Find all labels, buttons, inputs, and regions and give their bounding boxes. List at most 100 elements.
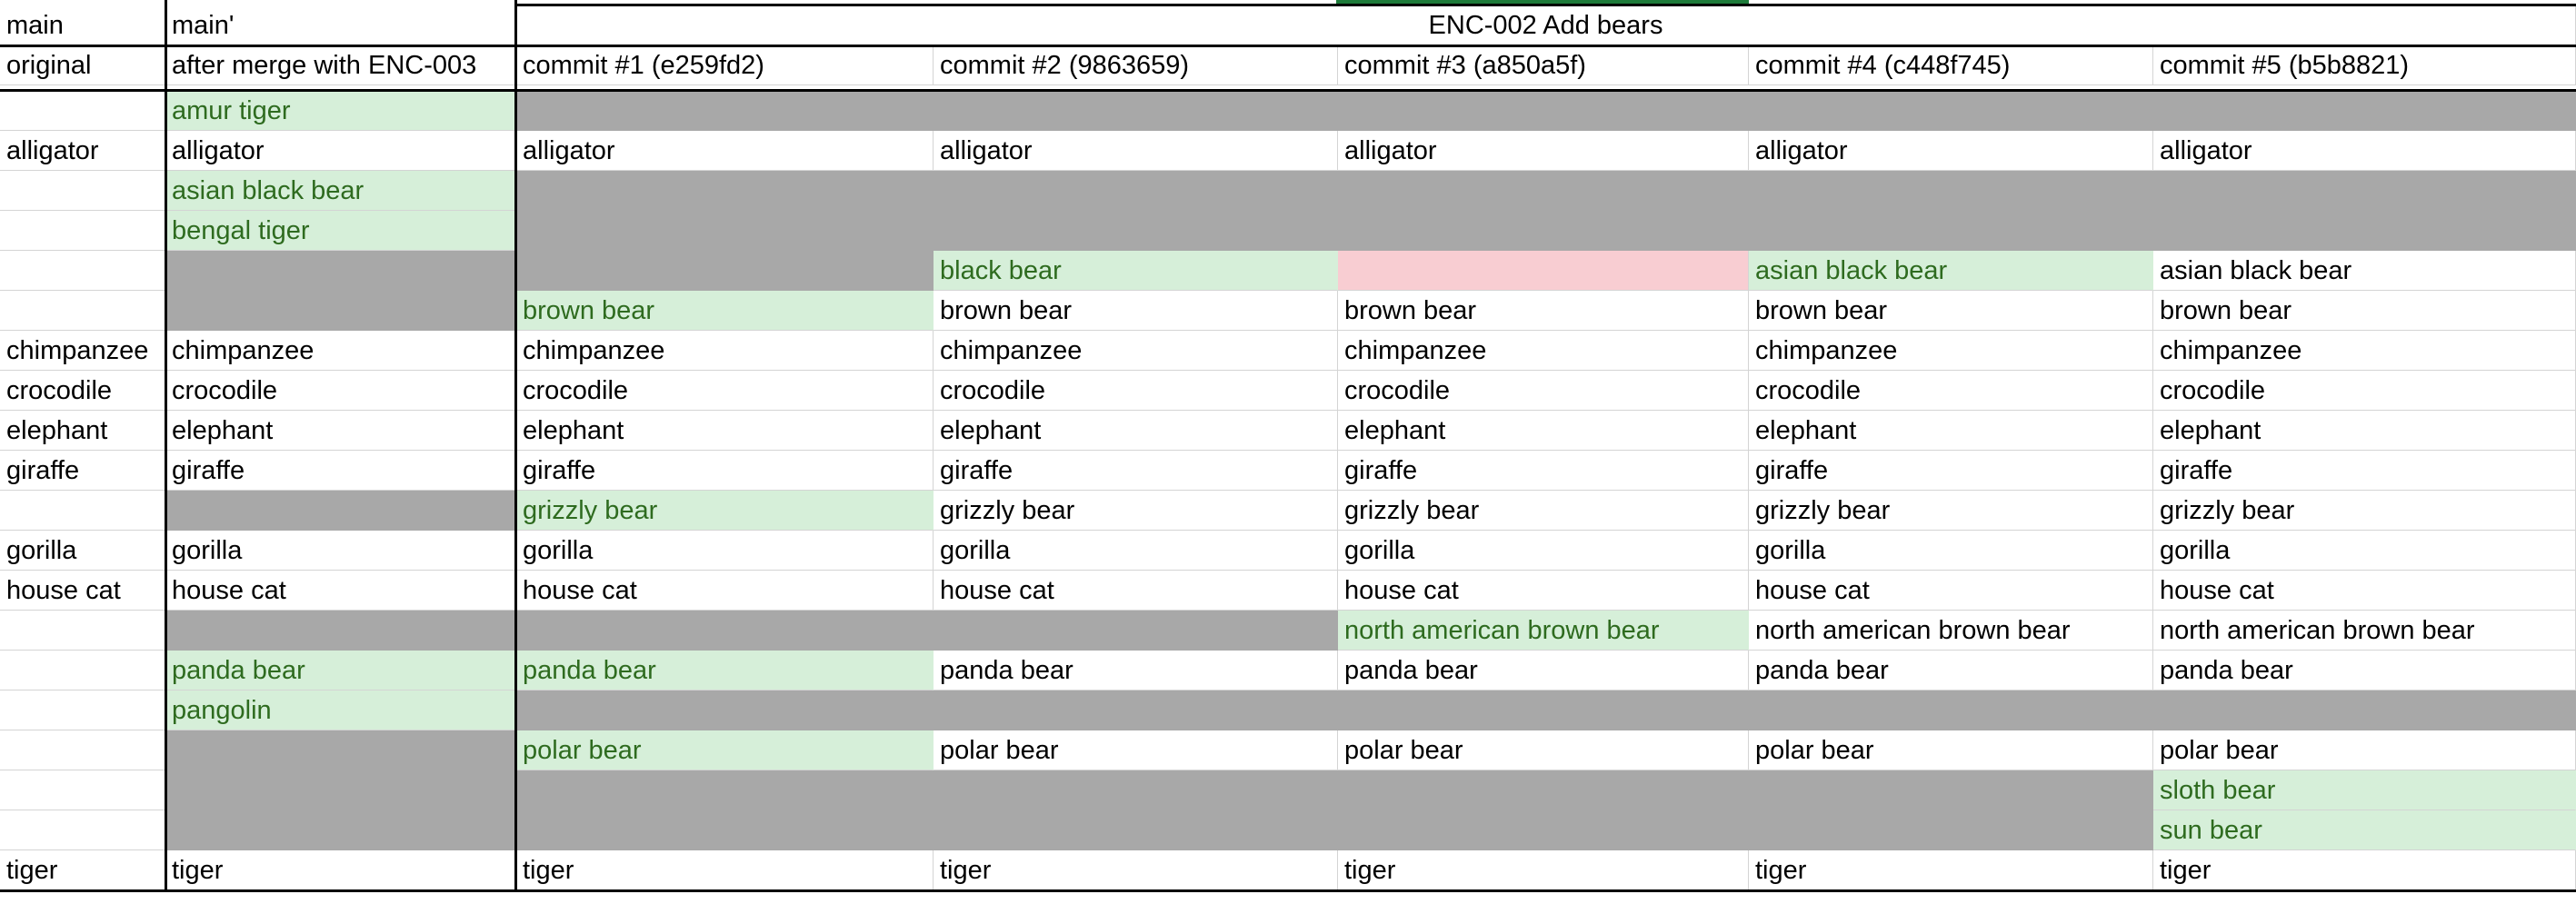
table-cell[interactable] [0,251,165,291]
table-cell[interactable]: tiger [2153,850,2576,890]
table-cell[interactable]: asian black bear [2153,251,2576,291]
table-cell[interactable]: gorilla [1749,531,2153,571]
column-header-commit-3[interactable]: commit #3 (a850a5f) [1338,45,1749,85]
table-cell[interactable]: elephant [2153,411,2576,451]
table-cell[interactable]: panda bear [165,651,516,690]
table-cell[interactable]: crocodile [516,371,934,411]
table-cell[interactable]: asian black bear [165,171,516,211]
table-cell[interactable] [0,291,165,331]
table-cell[interactable] [934,611,1338,651]
table-cell[interactable]: tiger [165,850,516,890]
table-cell[interactable]: asian black bear [1749,251,2153,291]
table-cell[interactable]: alligator [516,131,934,171]
table-cell[interactable]: house cat [516,571,934,611]
table-cell[interactable]: giraffe [2153,451,2576,491]
table-cell[interactable]: elephant [0,411,165,451]
table-cell[interactable]: panda bear [516,651,934,690]
column-header-commit-2[interactable]: commit #2 (9863659) [934,45,1338,85]
table-cell[interactable]: elephant [1749,411,2153,451]
table-cell[interactable]: brown bear [934,291,1338,331]
table-cell[interactable] [516,171,934,211]
table-cell[interactable]: panda bear [934,651,1338,690]
table-cell[interactable]: tiger [934,850,1338,890]
table-cell[interactable] [934,770,1338,810]
table-cell[interactable]: house cat [0,571,165,611]
table-cell[interactable]: grizzly bear [1749,491,2153,531]
table-cell[interactable] [1749,770,2153,810]
table-cell[interactable] [2153,211,2576,251]
table-cell[interactable]: house cat [1749,571,2153,611]
table-cell[interactable]: gorilla [2153,531,2576,571]
table-cell[interactable] [0,770,165,810]
table-cell[interactable]: gorilla [516,531,934,571]
table-cell[interactable]: polar bear [1749,730,2153,770]
column-header-after-merge[interactable]: after merge with ENC-003 [165,45,516,85]
table-cell[interactable] [0,491,165,531]
table-cell[interactable]: panda bear [1338,651,1749,690]
table-cell[interactable] [934,211,1338,251]
table-cell[interactable] [165,611,516,651]
table-cell[interactable]: chimpanzee [1338,331,1749,371]
table-cell[interactable] [516,211,934,251]
table-cell[interactable] [1338,91,1749,131]
table-cell[interactable]: gorilla [165,531,516,571]
table-cell[interactable] [1338,690,1749,730]
table-cell[interactable] [1338,770,1749,810]
table-cell[interactable] [165,251,516,291]
table-cell[interactable]: crocodile [165,371,516,411]
table-cell[interactable]: alligator [2153,131,2576,171]
table-cell[interactable] [1749,211,2153,251]
table-cell[interactable]: giraffe [1749,451,2153,491]
table-cell[interactable]: alligator [934,131,1338,171]
column-header-commit-5[interactable]: commit #5 (b5b8821) [2153,45,2576,85]
table-cell[interactable]: polar bear [1338,730,1749,770]
table-cell[interactable]: polar bear [2153,730,2576,770]
table-cell[interactable]: elephant [1338,411,1749,451]
table-cell[interactable] [1749,690,2153,730]
table-cell[interactable]: black bear [934,251,1338,291]
table-cell[interactable]: brown bear [1749,291,2153,331]
table-cell[interactable] [934,91,1338,131]
table-cell[interactable]: crocodile [2153,371,2576,411]
table-cell[interactable]: sun bear [2153,810,2576,850]
table-cell[interactable]: crocodile [0,371,165,411]
table-cell[interactable] [0,690,165,730]
table-cell[interactable]: giraffe [934,451,1338,491]
table-cell[interactable]: north american brown bear [1338,611,1749,651]
table-cell[interactable]: pangolin [165,690,516,730]
table-cell[interactable] [1338,171,1749,211]
table-cell[interactable]: house cat [934,571,1338,611]
table-cell[interactable]: panda bear [1749,651,2153,690]
table-cell[interactable]: elephant [165,411,516,451]
table-cell[interactable]: polar bear [516,730,934,770]
table-cell[interactable]: gorilla [1338,531,1749,571]
table-cell[interactable]: alligator [0,131,165,171]
table-cell[interactable] [516,690,934,730]
column-header-commit-1[interactable]: commit #1 (e259fd2) [516,45,934,85]
table-cell[interactable] [165,291,516,331]
table-cell[interactable]: alligator [1749,131,2153,171]
table-cell[interactable] [0,211,165,251]
table-cell[interactable] [0,611,165,651]
table-cell[interactable]: tiger [1749,850,2153,890]
table-cell[interactable]: tiger [516,850,934,890]
table-cell[interactable]: north american brown bear [2153,611,2576,651]
table-cell[interactable]: brown bear [516,291,934,331]
table-cell[interactable]: panda bear [2153,651,2576,690]
table-cell[interactable]: house cat [165,571,516,611]
table-cell[interactable] [1749,810,2153,850]
table-cell[interactable] [516,91,934,131]
table-cell[interactable] [1338,810,1749,850]
table-cell[interactable] [0,730,165,770]
table-cell[interactable]: house cat [2153,571,2576,611]
table-cell[interactable]: chimpanzee [165,331,516,371]
table-cell[interactable]: amur tiger [165,91,516,131]
table-cell[interactable]: grizzly bear [2153,491,2576,531]
table-cell[interactable] [516,251,934,291]
table-cell[interactable] [1338,251,1749,291]
table-cell[interactable]: tiger [1338,850,1749,890]
table-cell[interactable]: giraffe [165,451,516,491]
table-cell[interactable] [0,171,165,211]
header-branch-enc-002[interactable]: ENC-002 Add bears [516,5,2576,45]
table-cell[interactable]: brown bear [1338,291,1749,331]
